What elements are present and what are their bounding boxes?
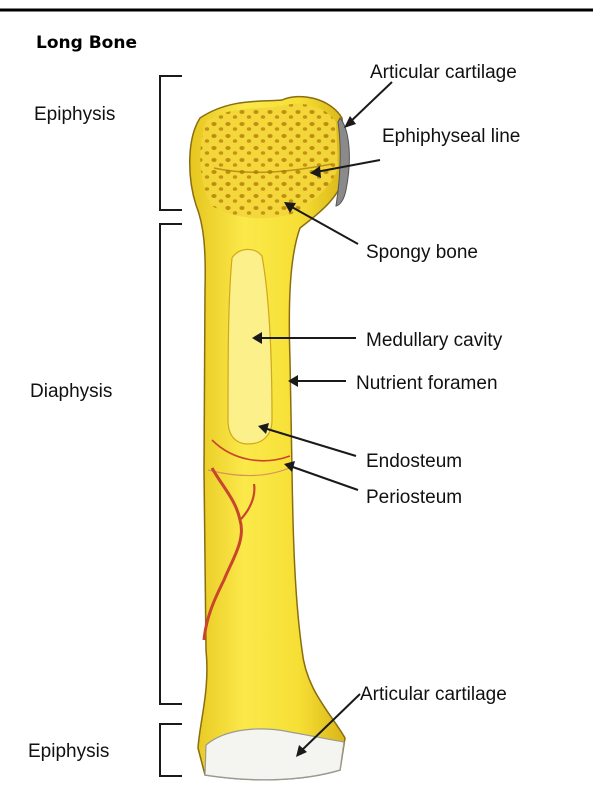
region-label-epiphysis-bottom: Epiphysis <box>28 741 109 762</box>
label-periosteum: Periosteum <box>366 487 462 508</box>
label-nutrient-foramen: Nutrient foramen <box>356 373 498 394</box>
label-medullary-cavity: Medullary cavity <box>366 330 503 351</box>
medullary-cavity-shape <box>228 249 272 444</box>
label-articular-cartilage-top: Articular cartilage <box>370 62 517 83</box>
region-label-diaphysis: Diaphysis <box>30 381 112 402</box>
diagram-title: Long Bone <box>36 33 137 53</box>
bone-illustration <box>190 97 350 780</box>
diaphysis-bracket <box>160 224 182 704</box>
pointer-periosteum <box>290 466 358 490</box>
label-epiphyseal-line: Ephiphyseal line <box>382 126 520 147</box>
label-spongy-bone: Spongy bone <box>366 242 478 263</box>
epiphysis-bottom-bracket <box>160 724 182 776</box>
epiphysis-top-bracket <box>160 76 182 210</box>
label-endosteum: Endosteum <box>366 451 462 472</box>
region-label-epiphysis-top: Epiphysis <box>34 104 115 125</box>
pointer-articular-cartilage-top <box>348 82 392 124</box>
label-articular-cartilage-bottom: Articular cartilage <box>360 684 507 705</box>
